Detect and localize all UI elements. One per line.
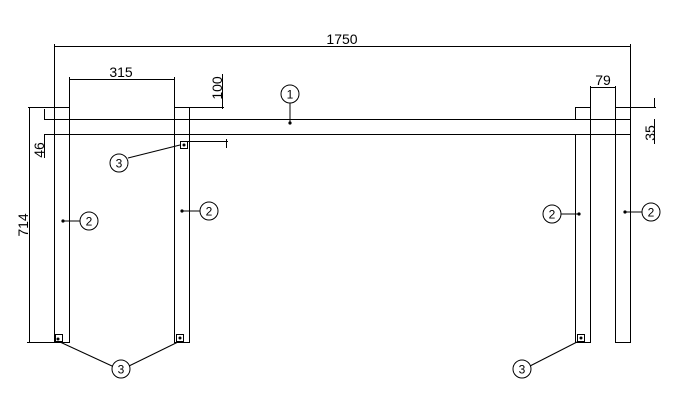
fastener-marks [55, 139, 585, 342]
dim-46: 46 [31, 109, 54, 158]
dim-315-label: 315 [109, 64, 133, 80]
balloon-1: 1 [280, 84, 300, 125]
svg-text:3: 3 [116, 157, 123, 171]
upper-stubs [54, 107, 630, 119]
dim-overall-width: 1750 [54, 31, 631, 342]
svg-text:1: 1 [287, 88, 294, 102]
dim-35: 35 [630, 98, 658, 144]
svg-text:2: 2 [206, 205, 213, 219]
top-beam [54, 119, 630, 135]
svg-text:3: 3 [519, 363, 526, 377]
svg-text:3: 3 [118, 363, 125, 377]
dim-79: 79 [590, 72, 616, 119]
balloon-3-bottom-left: 3 [59, 341, 179, 379]
balloon-3-bottom-right: 3 [512, 341, 578, 379]
leg-3 [575, 107, 591, 343]
dim-714-label: 714 [15, 213, 31, 237]
dim-714: 714 [15, 107, 54, 343]
dim-79-label: 79 [595, 72, 611, 88]
leg-4 [615, 107, 631, 343]
balloon-2-leg2: 2 [180, 201, 219, 221]
balloon-2-leg1: 2 [61, 211, 99, 231]
leg-1 [54, 107, 70, 343]
balloon-3-top: 3 [109, 144, 181, 173]
dim-100: 100 [189, 74, 225, 109]
balloon-2-leg3: 2 [542, 204, 581, 224]
dim-100-label: 100 [209, 76, 225, 100]
balloon-2-leg4: 2 [623, 202, 661, 222]
dim-1750-label: 1750 [326, 31, 357, 47]
svg-text:2: 2 [86, 215, 93, 229]
dim-46-label: 46 [31, 142, 47, 158]
svg-text:2: 2 [648, 206, 655, 220]
dim-315: 315 [69, 64, 175, 119]
svg-text:2: 2 [549, 208, 556, 222]
dim-35-label: 35 [642, 125, 658, 141]
